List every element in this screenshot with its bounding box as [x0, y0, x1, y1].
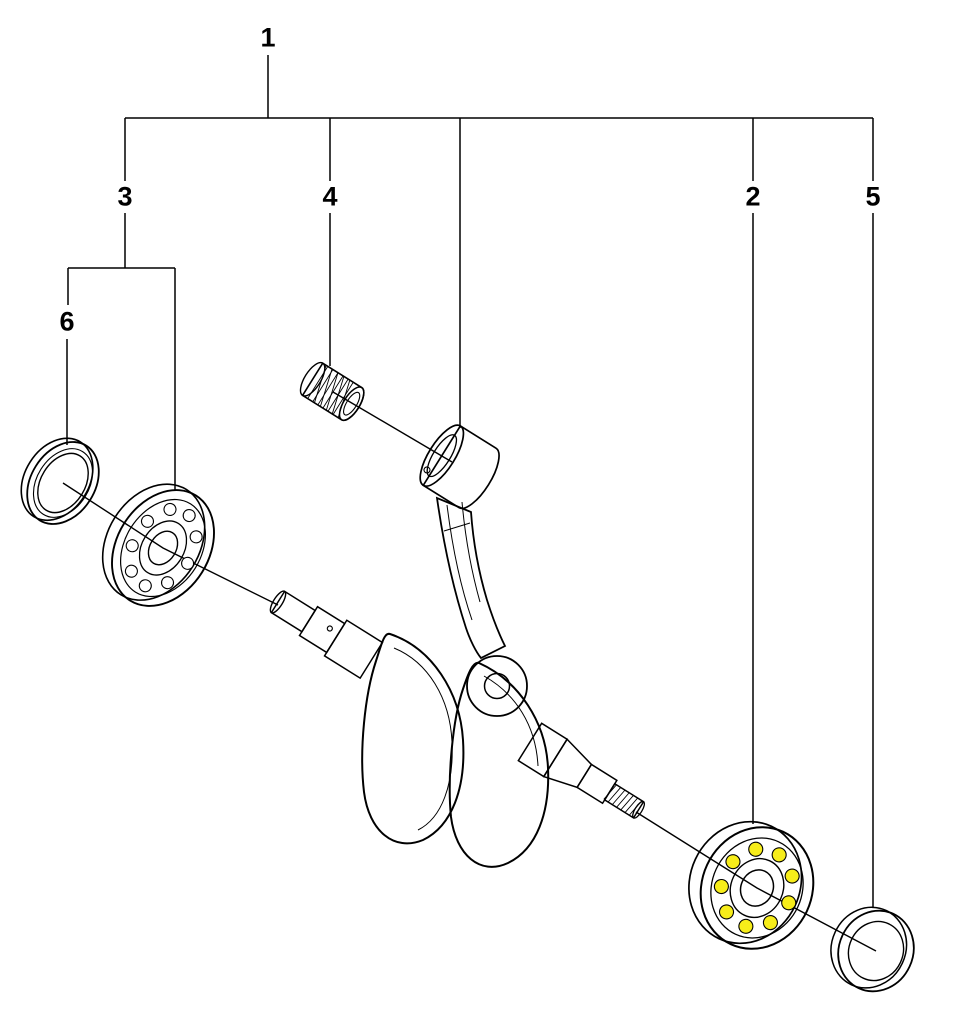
cage-far-end: [299, 361, 326, 397]
thread-lines: [603, 784, 643, 816]
callout-label-6[interactable]: 6: [59, 306, 75, 337]
shaft-section-3: [323, 619, 384, 680]
ring-outer: [837, 909, 915, 993]
crank-web-front: [361, 632, 465, 845]
seal-bore: [37, 452, 89, 514]
bearing-hl-balls: [713, 841, 800, 934]
washer-ring: [830, 906, 915, 993]
right-shaft-taper: [542, 738, 593, 789]
rod-small-end: [419, 424, 500, 510]
right-shaft-end-face: [632, 800, 646, 819]
callout-label-5[interactable]: 5: [865, 181, 881, 212]
right-shaft-journal: [576, 763, 618, 805]
seal-outer: [26, 441, 100, 525]
ball-bearing-left: [101, 483, 215, 607]
bearing-hl-rear-edge: [688, 820, 803, 945]
rod-shank-ribs: [443, 501, 481, 621]
seal-rear-edge: [20, 437, 94, 522]
crank-web-rear-contour: [483, 675, 539, 767]
callout-label-3[interactable]: 3: [117, 181, 133, 212]
bearing-hl-outer: [699, 826, 815, 950]
bearing-hl-bore: [739, 869, 775, 907]
crank-web-rear: [448, 661, 550, 868]
callout-label-2[interactable]: 2: [745, 181, 761, 212]
axis-line-rod: [332, 391, 453, 463]
bearing-left-inner-race: [138, 520, 188, 576]
callout-label-1[interactable]: 1: [260, 22, 276, 53]
cage-rollers: [307, 365, 354, 418]
bearing-hl-outer-race: [710, 837, 804, 939]
rod-shank: [435, 496, 507, 660]
small-end-body: [422, 424, 500, 510]
crankshaft-right-shaft: [517, 722, 646, 819]
callout-lines: [66, 55, 874, 907]
bearing-left-bore: [147, 530, 179, 566]
crank-pin-boss: [466, 655, 528, 717]
crank-pin-bore: [483, 672, 511, 700]
axis-line-right: [635, 811, 877, 952]
bearing-left-rear-edge: [101, 483, 206, 601]
callout-label-4[interactable]: 4: [322, 181, 338, 212]
seal-lip-line: [32, 448, 94, 518]
crankshaft-left-shaft: [269, 590, 384, 680]
cage-near-end: [338, 386, 365, 422]
needle-bearing-cage: [299, 361, 365, 422]
bearing-hl-inner-race: [729, 857, 785, 919]
connecting-rod: [419, 424, 507, 660]
shaft-section-1: [270, 590, 317, 633]
axis-line-left: [62, 482, 279, 606]
small-end-bore: [426, 434, 458, 478]
shaft-section-2: [298, 605, 346, 654]
ball-bearing-highlighted[interactable]: [669, 803, 833, 967]
ring-bore: [847, 920, 905, 982]
shaft-keyway-dot: [326, 625, 333, 632]
cage-near-end-bore: [343, 391, 361, 416]
shaft-end-face: [269, 590, 287, 614]
small-end-oil-hole: [423, 466, 431, 474]
seal-ring: [20, 437, 100, 525]
crank-web-front-contour: [393, 647, 453, 831]
bearing-left-outer-race: [119, 498, 207, 598]
bearing-left-balls: [124, 502, 203, 593]
